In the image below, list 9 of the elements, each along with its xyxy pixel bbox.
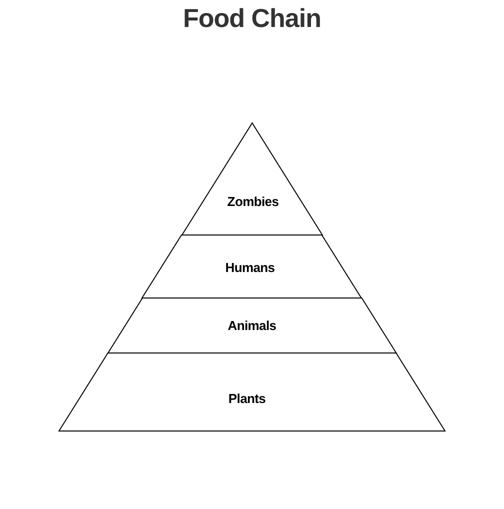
diagram-title: Food Chain: [183, 3, 321, 33]
pyramid-apex-tier: [182, 123, 322, 235]
tier-label: Humans: [225, 260, 275, 276]
pyramid-tier: [59, 353, 445, 431]
tier-label: Plants: [228, 391, 266, 407]
tier-label: Zombies: [227, 194, 279, 210]
tier-label: Animals: [228, 318, 276, 334]
pyramid-tier: [142, 235, 362, 298]
pyramid-tier: [108, 298, 396, 353]
